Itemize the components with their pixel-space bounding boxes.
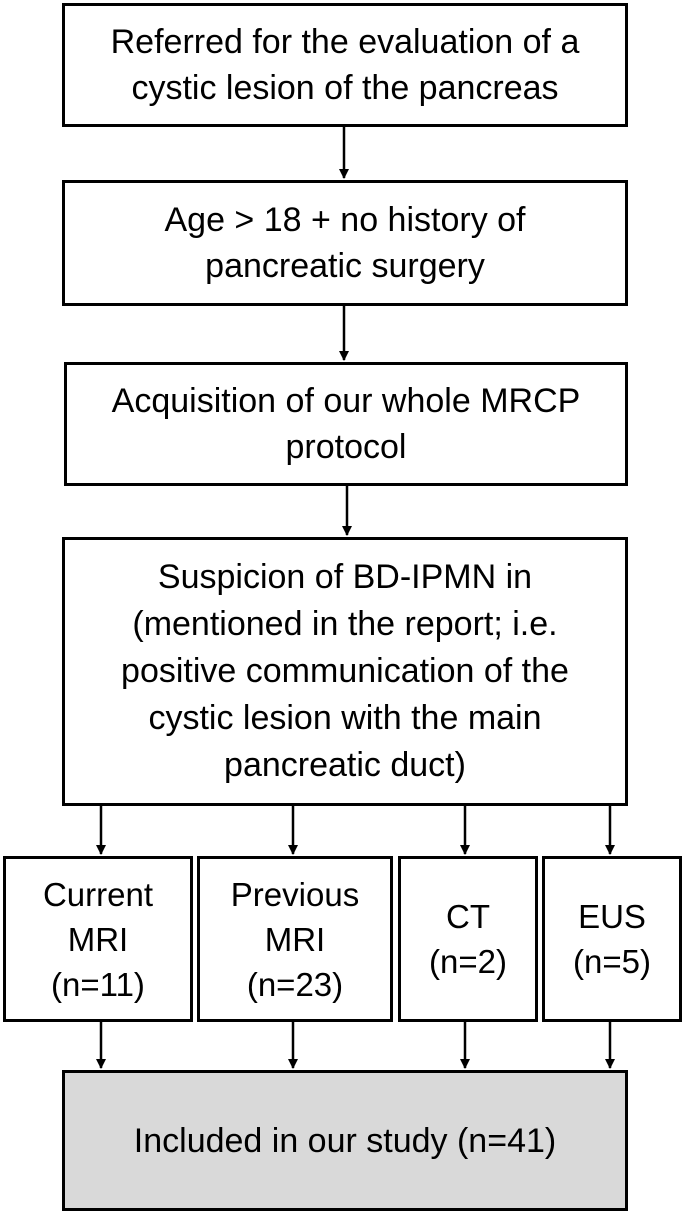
step-mrcp-line-1: Acquisition of our whole MRCP — [111, 382, 581, 420]
step-inclusion-criteria-box: Age > 18 + no history of pancreatic surg… — [62, 180, 628, 306]
step-referred-line-2: cystic lesion of the pancreas — [131, 69, 559, 107]
branch-previous-mri-line-1: Previous — [230, 875, 360, 913]
step-inclusion-line-2: pancreatic surgery — [205, 247, 485, 285]
step-suspicion-line-3: positive communication of the — [121, 652, 569, 690]
step-suspicion-line-4: cystic lesion with the main — [148, 699, 542, 737]
step-suspicion-line-1: Suspicion of BD-IPMN in — [157, 558, 533, 596]
step-mrcp-acquisition-box: Acquisition of our whole MRCP protocol — [64, 362, 628, 486]
branch-current-mri-line-1: Current — [42, 875, 154, 913]
branch-eus-line-1: EUS — [578, 898, 646, 935]
final-included-box: Included in our study (n=41) — [62, 1070, 628, 1211]
step-referred-box: Referred for the evaluation of a cystic … — [62, 3, 628, 127]
final-included-label: Included in our study (n=41) — [133, 1121, 557, 1160]
step-mrcp-line-2: protocol — [285, 428, 407, 466]
step-inclusion-line-1: Age > 18 + no history of — [164, 201, 526, 239]
branch-previous-mri-count: (n=23) — [246, 965, 344, 1003]
step-suspicion-bd-ipmn-box: Suspicion of BD-IPMN in (mentioned in th… — [62, 537, 628, 806]
step-referred-line-1: Referred for the evaluation of a — [110, 23, 580, 61]
step-suspicion-line-2: (mentioned in the report; i.e. — [132, 605, 558, 643]
step-suspicion-line-5: pancreatic duct) — [224, 746, 466, 784]
branch-current-mri-box: Current MRI (n=11) — [3, 856, 193, 1022]
branch-previous-mri-box: Previous MRI (n=23) — [197, 856, 393, 1022]
branch-ct-count: (n=2) — [429, 943, 507, 980]
branch-current-mri-count: (n=11) — [51, 965, 145, 1003]
branch-current-mri-line-2: MRI — [67, 920, 129, 958]
branch-ct-line-1: CT — [446, 898, 490, 935]
branch-eus-count: (n=5) — [573, 943, 651, 980]
branch-eus-box: EUS (n=5) — [542, 856, 682, 1022]
branch-ct-box: CT (n=2) — [398, 856, 538, 1022]
branch-previous-mri-line-2: MRI — [264, 920, 326, 958]
